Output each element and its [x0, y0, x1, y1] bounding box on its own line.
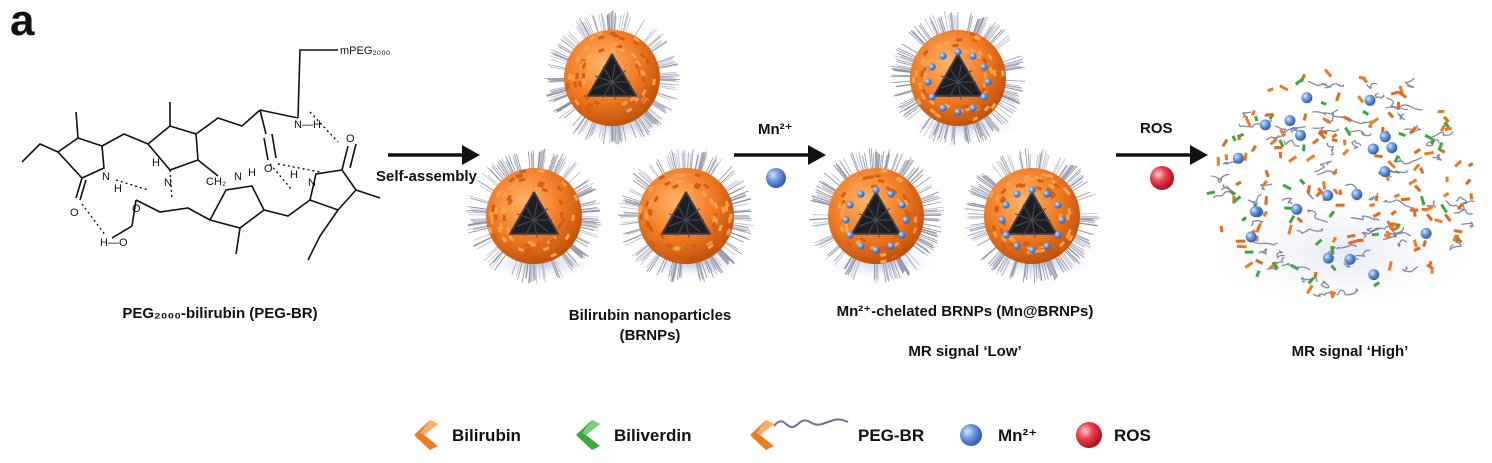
atom-n-4: N	[308, 177, 316, 189]
disassembled-particle-cloud	[1203, 68, 1481, 310]
legend-bilirubin: Bilirubin	[452, 426, 521, 445]
ros-legend-icon	[1076, 422, 1102, 448]
mr-signal-low: MR signal ‘Low’	[908, 343, 1022, 360]
peg-br-icon	[750, 418, 849, 450]
legend-ros: ROS	[1114, 426, 1151, 445]
ros-icon	[1150, 166, 1174, 190]
brnp-caption-line2: (BRNPs)	[619, 327, 681, 344]
brnp-bottom-right	[617, 149, 755, 283]
legend-biliverdin: Biliverdin	[614, 426, 692, 445]
atom-nh: N—H	[294, 119, 321, 131]
atom-n-1: N	[102, 171, 110, 183]
structure-caption: PEG₂₀₀₀-bilirubin (PEG-BR)	[122, 305, 318, 322]
atom-n-3: N	[234, 171, 242, 183]
self-assembly-label: Self-assembly	[376, 168, 477, 185]
bilirubin-icon	[414, 420, 438, 450]
peg-bilirubin-structure: N H O N H CH₂ O H—O O N—H N H H N O mPEG…	[21, 45, 390, 261]
atom-o-3: O	[264, 163, 273, 175]
self-assembly-arrow	[388, 145, 480, 165]
biliverdin-icon	[576, 420, 600, 450]
atom-o-2: O	[132, 203, 141, 215]
atom-ho: H—O	[100, 237, 128, 249]
mn-brnp-bottom-right	[964, 148, 1101, 284]
legend-peg-br: PEG-BR	[858, 426, 925, 445]
mn-arrow-label: Mn²⁺	[758, 121, 793, 138]
brnp-caption-line1: Bilirubin nanoparticles	[568, 307, 732, 324]
atom-h-2: H	[152, 157, 160, 169]
brnp-top	[544, 10, 681, 145]
atom-h-3: H	[248, 167, 256, 179]
atom-n-2: N	[164, 177, 172, 189]
mn-brnp-top	[890, 11, 1027, 146]
mn-ion-icon	[766, 168, 786, 188]
legend-mn: Mn²⁺	[998, 426, 1038, 445]
atom-o-1: O	[70, 207, 79, 219]
atom-h-1: H	[114, 183, 122, 195]
ros-arrow-label: ROS	[1140, 120, 1173, 137]
mr-signal-high: MR signal ‘High’	[1291, 343, 1409, 360]
mn-brnp-caption: Mn²⁺-chelated BRNPs (Mn@BRNPs)	[836, 303, 1094, 320]
atom-o-4: O	[346, 133, 355, 145]
mn-arrow	[734, 145, 826, 165]
panel-label: a	[10, 0, 35, 45]
peg-label: mPEG₂₀₀₀	[340, 45, 390, 57]
brnp-bottom-left	[465, 148, 603, 284]
mn-legend-icon	[960, 424, 982, 446]
ch2-label: CH₂	[206, 176, 226, 188]
atom-h-4: H	[290, 169, 298, 181]
ros-arrow	[1116, 145, 1208, 165]
mn-brnp-bottom-left	[809, 148, 945, 284]
